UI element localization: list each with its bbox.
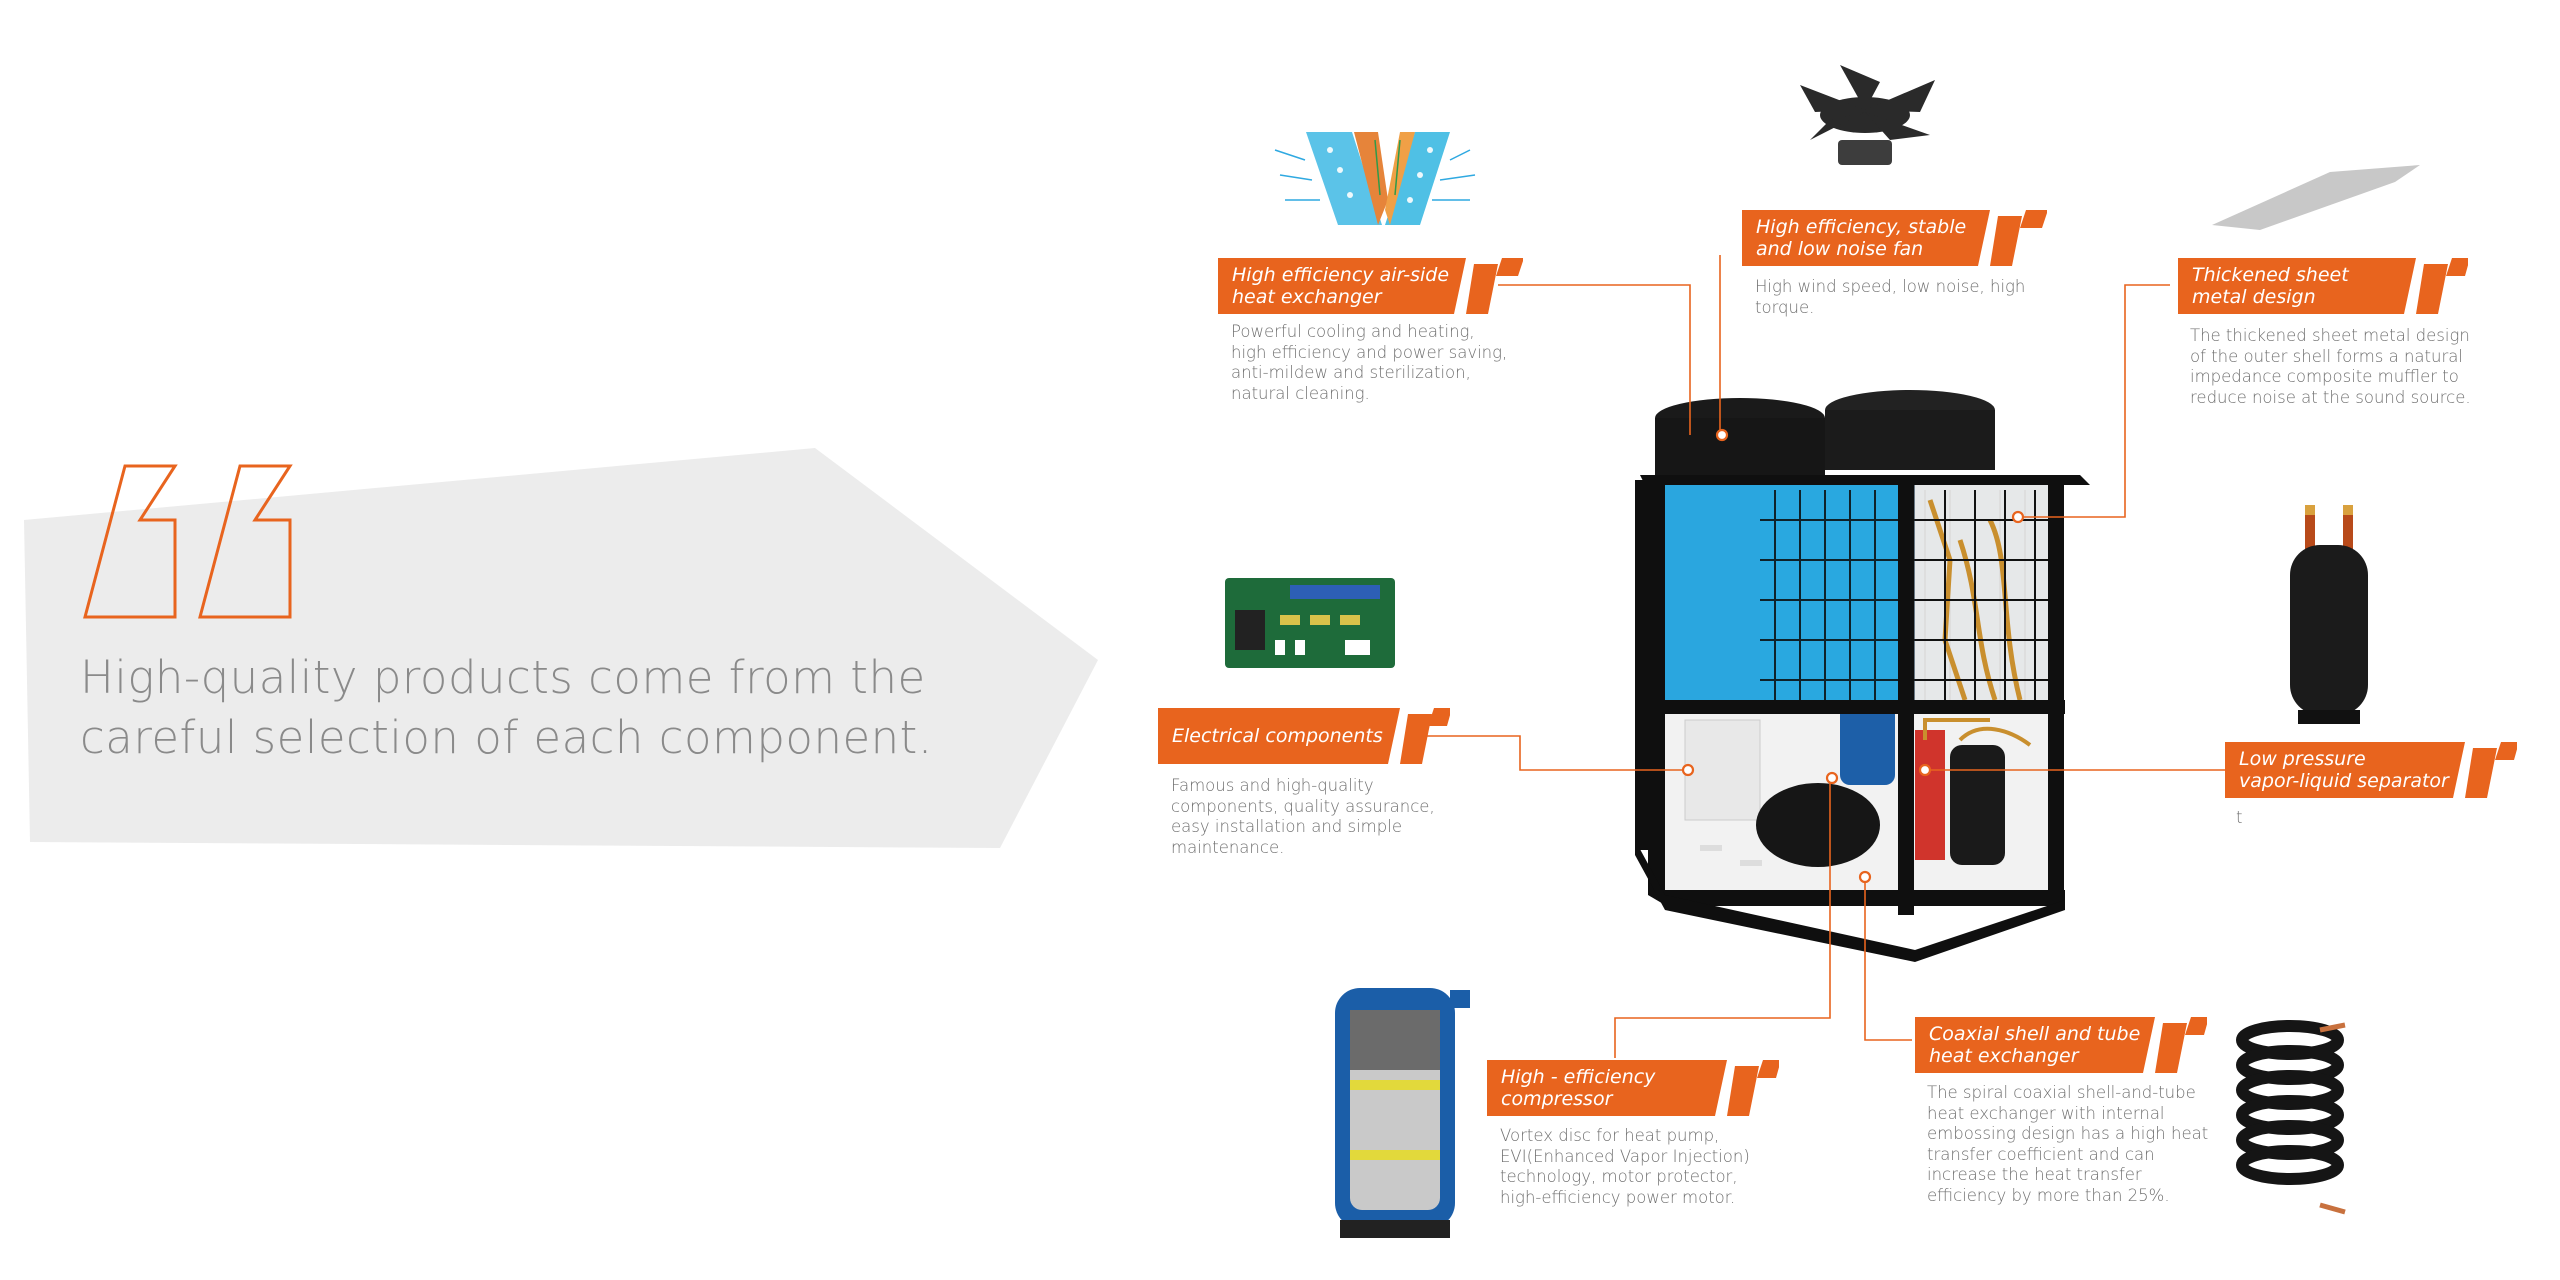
label-line-2: metal design <box>2192 286 2316 308</box>
desc-line: high efficiency and power saving, <box>1231 342 1508 362</box>
desc-line: maintenance. <box>1171 837 1285 857</box>
desc-line: Vortex disc for heat pump, <box>1500 1126 1720 1145</box>
desc-coaxial: The spiral coaxial shell-and-tube heat e… <box>1927 1083 2257 1206</box>
label-line-1: Electrical components <box>1172 725 1383 747</box>
label-coaxial: Coaxial shell and tube heat exchanger <box>1915 1017 2207 1073</box>
desc-line: reduce noise at the sound source. <box>2190 387 2471 407</box>
label-shape <box>2178 258 2468 314</box>
label-shape <box>2225 742 2517 798</box>
label-shape <box>1158 708 1450 764</box>
label-line-1: Coaxial shell and tube <box>1929 1023 2141 1045</box>
desc-line: Powerful cooling and heating, <box>1231 322 1475 341</box>
quote-mark-icon <box>83 464 293 619</box>
sheet-metal-thumbnail <box>2212 165 2420 230</box>
desc-air-side-heat-exchanger: Powerful cooling and heating, high effic… <box>1231 322 1551 404</box>
label-shape <box>1915 1017 2207 1073</box>
quote-heading: High-quality products come from the care… <box>80 648 1080 768</box>
separator-thumbnail <box>2290 505 2368 724</box>
desc-line: The thickened sheet metal design <box>2190 326 2470 345</box>
label-air-side-heat-exchanger: High efficiency air-side heat exchanger <box>1218 258 1523 314</box>
label-shape <box>1742 210 2047 266</box>
label-line-1: High efficiency, stable <box>1756 216 1967 238</box>
desc-line: impedance composite muffler to <box>2190 367 2459 386</box>
label-shape <box>1487 1060 1779 1116</box>
desc-line: of the outer shell forms a natural <box>2190 346 2463 366</box>
desc-line: heat exchanger with internal <box>1927 1103 2165 1123</box>
label-line-1: Thickened sheet <box>2192 264 2349 286</box>
label-fan: High efficiency, stable and low noise fa… <box>1742 210 2047 266</box>
desc-electrical: Famous and high-quality components, qual… <box>1171 776 1491 858</box>
desc-separator: t <box>2236 808 2336 829</box>
desc-line: natural cleaning. <box>1231 383 1370 403</box>
desc-sheet-metal: The thickened sheet metal design of the … <box>2190 326 2530 408</box>
quote-line-1: High-quality products come from the <box>80 651 926 704</box>
label-line-2: and low noise fan <box>1756 238 1924 260</box>
label-line-2: compressor <box>1501 1088 1613 1110</box>
label-separator: Low pressure vapor-liquid separator <box>2225 742 2517 798</box>
label-sheet-metal: Thickened sheet metal design <box>2178 258 2468 314</box>
quote-line-2: careful selection of each component. <box>80 711 933 764</box>
label-line-2: vapor-liquid separator <box>2239 770 2449 792</box>
desc-line: efficiency by more than 25%. <box>1927 1185 2170 1205</box>
label-line-2: heat exchanger <box>1929 1045 2079 1067</box>
desc-line: anti-mildew and sterilization, <box>1231 363 1471 382</box>
label-line-1: Low pressure <box>2239 748 2366 770</box>
quote-panel <box>24 448 1098 848</box>
desc-line: torque. <box>1755 297 1815 317</box>
fan-thumbnail <box>1800 65 1935 165</box>
desc-line: high-efficiency power motor. <box>1500 1187 1736 1207</box>
label-electrical: Electrical components <box>1158 708 1450 764</box>
label-line-2: heat exchanger <box>1232 286 1382 308</box>
desc-line: components, quality assurance, <box>1171 796 1435 816</box>
label-line-1: High - efficiency <box>1501 1066 1656 1088</box>
desc-line: Famous and high-quality <box>1171 776 1374 795</box>
desc-line: easy installation and simple <box>1171 817 1402 836</box>
desc-compressor: Vortex disc for heat pump, EVI(Enhanced … <box>1500 1126 1840 1208</box>
desc-line: increase the heat transfer <box>1927 1165 2142 1184</box>
desc-line: The spiral coaxial shell-and-tube <box>1927 1083 2196 1102</box>
desc-line: High wind speed, low noise, high <box>1755 277 2026 296</box>
compressor-thumbnail <box>1335 988 1470 1238</box>
label-line-1: High efficiency air-side <box>1232 264 1450 286</box>
desc-line: EVI(Enhanced Vapor Injection) <box>1500 1146 1750 1166</box>
desc-line: t <box>2236 808 2243 827</box>
circuit-board-thumbnail <box>1225 578 1395 668</box>
label-compressor: High - efficiency compressor <box>1487 1060 1779 1116</box>
heat-pump-unit-illustration <box>1635 390 2090 962</box>
desc-line: technology, motor protector, <box>1500 1167 1738 1186</box>
desc-line: embossing design has a high heat <box>1927 1124 2209 1143</box>
desc-line: transfer coefficient and can <box>1927 1144 2155 1164</box>
coaxial-coil-thumbnail <box>2236 1020 2344 1185</box>
desc-fan: High wind speed, low noise, high torque. <box>1755 277 2075 318</box>
label-shape <box>1218 258 1523 314</box>
heat-exchanger-thumbnail <box>1274 132 1476 225</box>
